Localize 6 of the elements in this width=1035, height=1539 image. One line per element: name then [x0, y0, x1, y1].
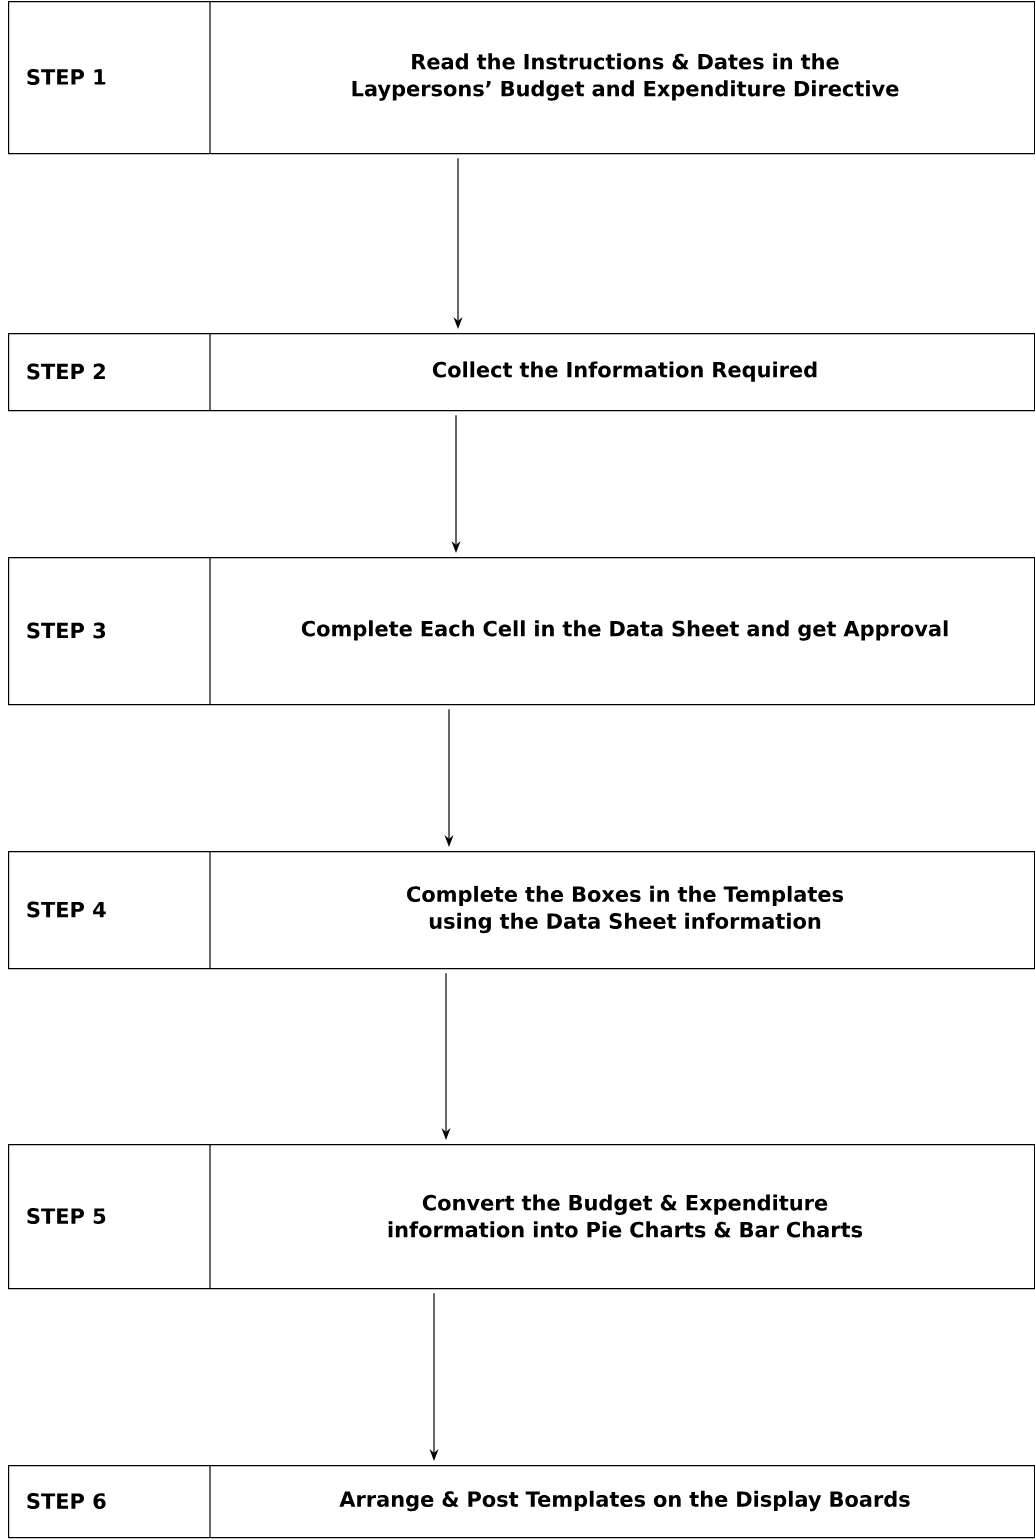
- step-box: STEP 1 Read the Instructions & Dates in the Laypersons’ Budget and Expenditure Directive: [8, 0, 1035, 155]
- step-box: STEP 5 Convert the Budget & Expenditure information into Pie Charts & Bar Charts: [8, 1143, 1035, 1290]
- step-box: STEP 6 Arrange & Post Templates on the Display Boards: [8, 1464, 1035, 1539]
- step-box: STEP 2 Collect the Information Required: [8, 332, 1035, 412]
- step-box: STEP 4 Complete the Boxes in the Templates using the Data Sheet information: [8, 850, 1035, 970]
- step-box: STEP 3 Complete Each Cell in the Data Sheet and get Approval: [8, 556, 1035, 706]
